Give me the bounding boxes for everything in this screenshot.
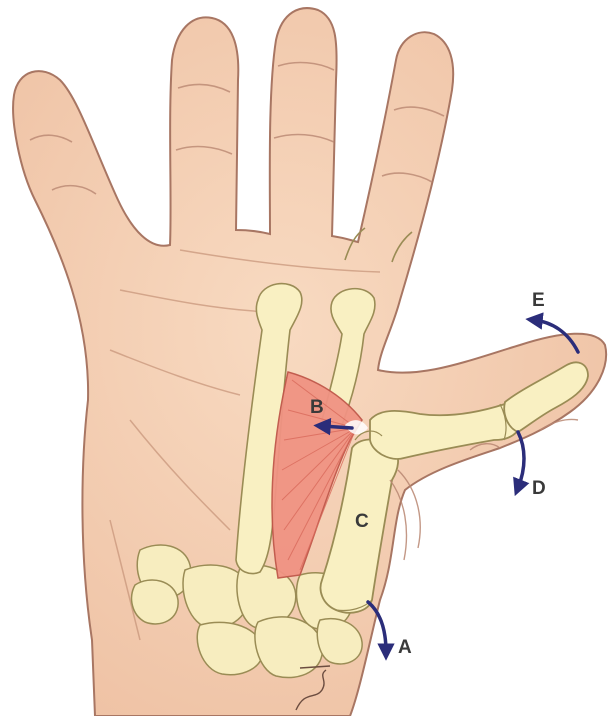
label-b: B — [310, 397, 324, 418]
label-a: A — [398, 637, 412, 658]
label-d: D — [532, 478, 546, 499]
arrow-b — [322, 426, 352, 428]
label-e: E — [532, 290, 545, 311]
label-c: C — [355, 511, 369, 532]
